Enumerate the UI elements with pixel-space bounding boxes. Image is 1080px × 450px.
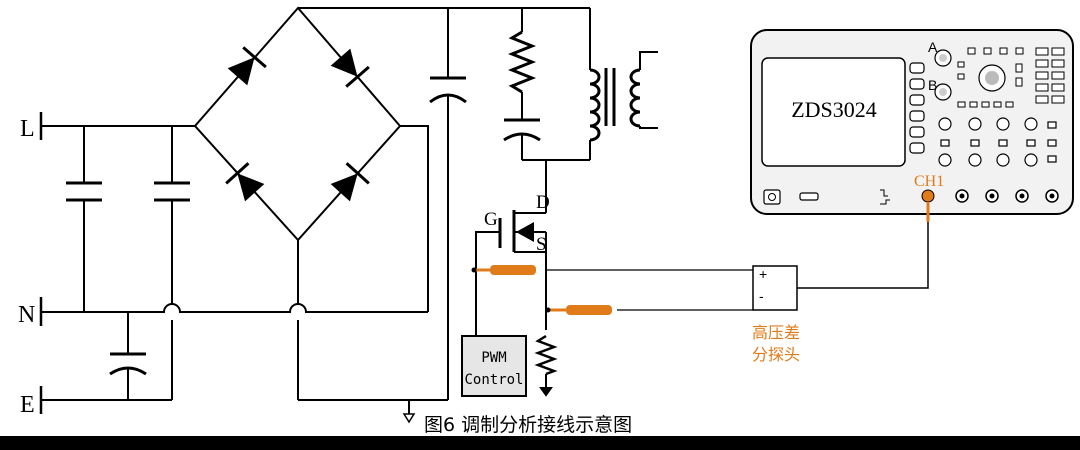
lower-knob-grid: [938, 117, 1057, 167]
terminal-l-label: L: [20, 116, 35, 142]
bottom-bar: [0, 436, 1080, 450]
terminal-n-label: N: [18, 302, 35, 328]
probe-label-line1: 高压差: [752, 323, 800, 342]
bridge-rectifier: [193, 6, 402, 242]
probe-label-line2: 分探头: [752, 345, 800, 364]
pwm-label: PWM: [481, 350, 506, 366]
probe-minus-label: -: [759, 288, 764, 304]
terminal-e-label: E: [20, 392, 35, 418]
control-label: Control: [464, 372, 523, 388]
x-capacitor-2: [154, 126, 190, 400]
knob-a-label: A: [928, 39, 938, 55]
top-button-grid: [957, 47, 1065, 108]
pwm-control-box: PWM Control: [461, 335, 527, 397]
x-capacitor-1: [66, 126, 102, 312]
snubber-network: [503, 8, 590, 161]
scope-model-label: ZDS3024: [791, 97, 877, 122]
terminal-n: N: [18, 297, 428, 328]
drain-label: D: [536, 192, 550, 213]
mosfet: G D S: [475, 160, 550, 336]
bridge-wiring: [297, 7, 590, 401]
power-button: [763, 189, 781, 205]
diode-4: [330, 162, 370, 202]
soft-button-column: [909, 62, 925, 154]
usb-port: [799, 192, 819, 201]
gate-label: G: [484, 209, 498, 230]
probe-plus-label: +: [759, 266, 767, 282]
knob-b-label: B: [928, 77, 937, 93]
sense-resistor: [534, 334, 558, 397]
front-panel-bottom: CH1: [763, 173, 1059, 205]
y-capacitor: [109, 312, 147, 400]
terminal-e: E: [20, 386, 172, 418]
ground-arrow: [402, 400, 416, 424]
bulk-capacitor: [429, 8, 467, 400]
knob-a: A: [928, 39, 952, 67]
probe-minus-lead: [545, 305, 753, 315]
diode-1: [227, 46, 267, 86]
figure-caption: 图6 调制分析接线示意图: [424, 414, 632, 436]
probe-comp-icon: [880, 189, 890, 205]
diode-2: [330, 48, 370, 88]
differential-probe: + - 高压差 分探头: [752, 214, 929, 364]
source-label: S: [536, 234, 547, 255]
knob-b: B: [928, 77, 952, 101]
probe-plus-lead: [471, 265, 753, 275]
ch1-label: CH1: [914, 173, 944, 190]
ch1-bnc-connector: [921, 189, 935, 203]
oscilloscope: ZDS3024 A B: [750, 29, 1074, 222]
diode-3: [225, 162, 265, 202]
terminal-l: L: [20, 112, 195, 142]
transformer: [589, 8, 658, 160]
